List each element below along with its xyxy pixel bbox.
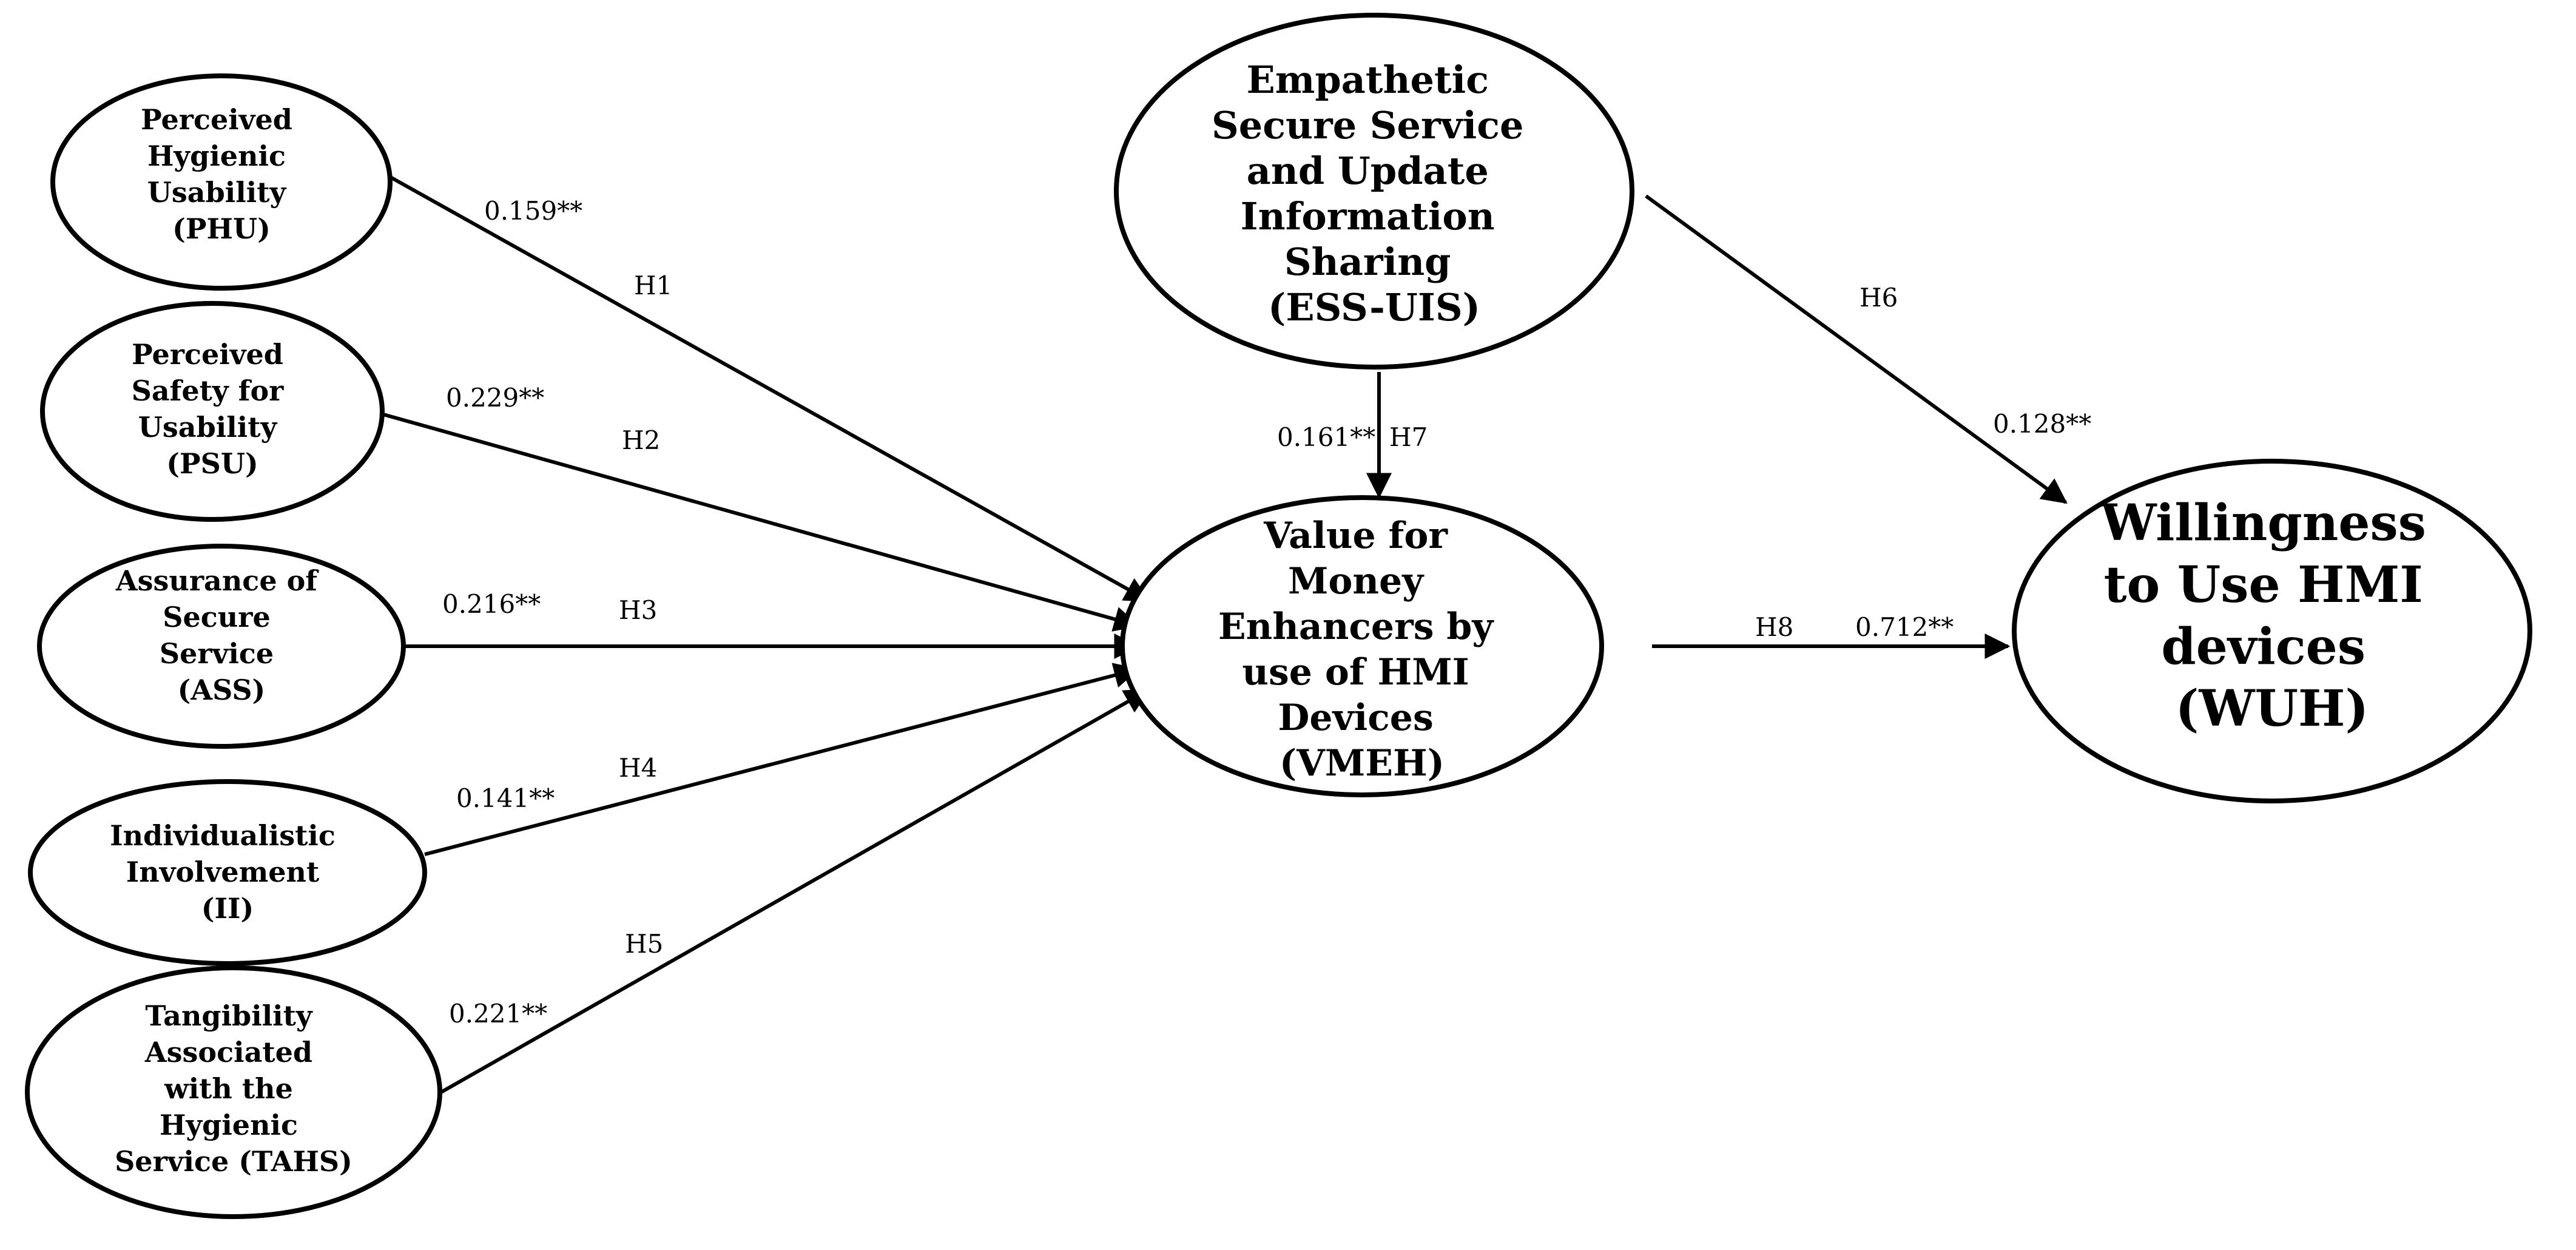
node-psu: Perceived Safety for Usability (PSU) [40, 301, 385, 522]
node-ass-line: (ASS) [178, 674, 266, 706]
node-ass-ellipse [37, 544, 406, 749]
node-phu-line: (PHU) [172, 212, 271, 245]
node-phu-line: Perceived [141, 103, 292, 136]
edge-h8-hypothesis: H8 [1755, 612, 1793, 642]
edges [383, 174, 2068, 1094]
node-tahs-line: Associated [144, 1036, 312, 1069]
node-wuh-label: Willingness to Use HMI devices (WUH) [2100, 494, 2444, 738]
node-wuh-ellipse [2012, 459, 2532, 803]
edge-h2-coefficient: 0.229** [446, 383, 544, 413]
node-wuh: Willingness to Use HMI devices (WUH) [2012, 459, 2532, 803]
node-ii-ellipse [28, 779, 427, 966]
edge-h3-hypothesis: H3 [619, 595, 657, 625]
node-phu: Perceived Hygienic Usability (PHU) [50, 73, 393, 291]
edge-h1-coefficient: 0.159** [484, 196, 582, 226]
node-tahs-line: Hygienic [160, 1109, 298, 1141]
node-tahs-line: Tangibility [145, 999, 313, 1032]
node-tahs: Tangibility Associated with the Hygienic… [25, 965, 442, 1219]
node-vmeh: Value for Money Enhancers by use of HMI … [1120, 495, 1604, 797]
node-ass: Assurance of Secure Service (ASS) [37, 544, 406, 749]
edge-h3-coefficient: 0.216** [442, 589, 541, 619]
node-ii-line: (II) [201, 892, 254, 925]
edge-h7-hypothesis: H7 [1389, 422, 1428, 452]
node-phu-line: Usability [147, 176, 287, 209]
node-ii-label: Individualistic Involvement (II) [110, 819, 345, 925]
node-vmeh-line: (VMEH) [1280, 742, 1445, 785]
node-psu-line: (PSU) [166, 447, 258, 480]
edge-h2-arrow [383, 413, 1140, 632]
node-ass-line: Secure [163, 601, 270, 633]
node-ii-line: Individualistic [110, 819, 335, 852]
node-essuis-line: Secure Service [1212, 103, 1523, 147]
node-vmeh-label: Value for Money Enhancers by use of HMI … [1218, 515, 1506, 785]
node-ii: Individualistic Involvement (II) [28, 779, 427, 966]
edge-h1-arrow [387, 174, 1151, 603]
node-wuh-line: devices [2161, 618, 2365, 676]
node-ass-line: Assurance of [115, 564, 319, 597]
node-phu-ellipse [50, 73, 393, 291]
node-ass-line: Service [160, 637, 274, 670]
edge-h8-coefficient: 0.712** [1855, 612, 1954, 642]
node-psu-line: Perceived [132, 338, 283, 371]
node-tahs-line: Service (TAHS) [115, 1145, 352, 1178]
node-essuis-line: Empathetic [1246, 58, 1489, 102]
edge-h2-hypothesis: H2 [622, 425, 660, 455]
node-vmeh-ellipse [1120, 495, 1604, 797]
node-tahs-label: Tangibility Associated with the Hygienic… [115, 999, 352, 1178]
node-vmeh-line: Enhancers by [1218, 606, 1494, 648]
edge-h5-hypothesis: H5 [625, 929, 663, 959]
node-vmeh-line: use of HMI [1242, 651, 1469, 694]
edge-h5-arrow [440, 688, 1151, 1094]
node-essuis-ellipse [1114, 13, 1634, 370]
node-essuis-line: (ESS-UIS) [1268, 285, 1480, 329]
edge-h7-coefficient: 0.161** [1277, 422, 1375, 452]
node-phu-line: Hygienic [147, 140, 286, 172]
node-tahs-ellipse [25, 965, 442, 1219]
edge-h6-arrow [1645, 194, 2068, 504]
node-psu-label: Perceived Safety for Usability (PSU) [132, 338, 294, 480]
edge-h5-coefficient: 0.221** [449, 999, 547, 1029]
node-essuis-label: Empathetic Secure Service and Update Inf… [1212, 58, 1537, 329]
node-ass-label: Assurance of Secure Service (ASS) [115, 564, 327, 706]
node-psu-ellipse [40, 301, 385, 522]
edge-h4-hypothesis: H4 [619, 753, 657, 783]
edge-h4-coefficient: 0.141** [456, 783, 555, 813]
node-essuis-line: Information [1241, 194, 1495, 238]
node-essuis-line: Sharing [1284, 240, 1451, 284]
node-phu-label: Perceived Hygienic Usability (PHU) [141, 103, 302, 245]
node-vmeh-line: Devices [1278, 697, 1433, 739]
node-wuh-line: (WUH) [2176, 680, 2369, 738]
node-vmeh-line: Money [1288, 560, 1425, 603]
node-wuh-line: Willingness [2100, 494, 2426, 552]
node-vmeh-line: Value for [1263, 515, 1448, 557]
node-tahs-line: with the [164, 1072, 293, 1105]
node-psu-line: Usability [138, 411, 278, 444]
node-ii-line: Involvement [126, 856, 320, 888]
node-essuis-line: and Update [1247, 149, 1489, 193]
edge-h6-coefficient: 0.128** [1993, 409, 2091, 439]
edge-h6-hypothesis: H6 [1860, 283, 1898, 312]
node-wuh-line: to Use HMI [2104, 556, 2423, 614]
node-psu-line: Safety for [132, 374, 285, 407]
node-essuis: Empathetic Secure Service and Update Inf… [1114, 13, 1634, 370]
edge-labels: 0.159** H1 0.229** H2 0.216** H3 0.141**… [442, 196, 2091, 1029]
edge-h4-arrow [424, 663, 1140, 856]
edge-h1-hypothesis: H1 [634, 271, 672, 300]
